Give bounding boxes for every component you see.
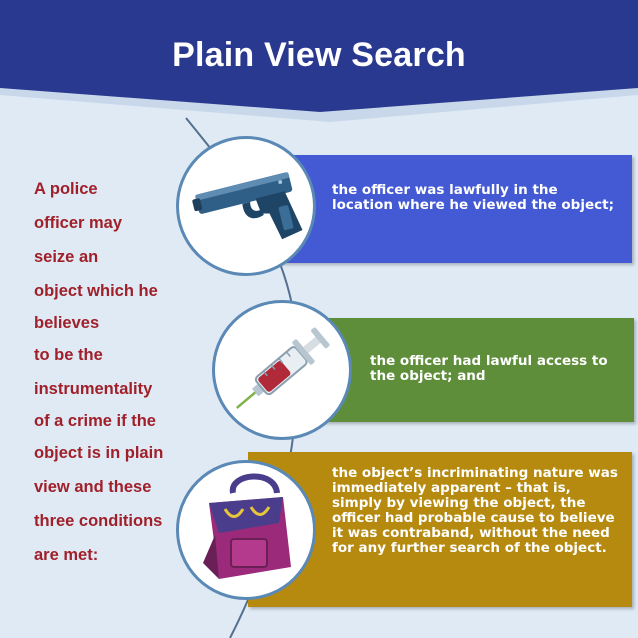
intro-line: object which he <box>34 282 158 300</box>
intro-text: A police officer may seize an object whi… <box>34 172 194 572</box>
intro-line: view and these <box>34 478 152 496</box>
pistol-circle <box>176 136 316 276</box>
syringe-circle <box>212 300 352 440</box>
condition-text: the officer had lawful access to the obj… <box>370 353 608 384</box>
syringe-icon <box>235 327 330 409</box>
intro-line: of a crime if the <box>34 412 156 430</box>
intro-line: seize an <box>34 248 99 266</box>
intro-line: object is in plain <box>34 444 164 462</box>
pistol-icon <box>192 172 303 240</box>
condition-text: the object’s incriminating nature was im… <box>332 465 618 556</box>
intro-line: instrumentality <box>34 380 153 398</box>
intro-line: believes <box>34 314 100 332</box>
bag-circle <box>176 460 316 600</box>
bag-icon <box>203 473 291 579</box>
intro-line: three conditions <box>34 512 163 530</box>
header-banner <box>0 0 638 122</box>
intro-line: to be the <box>34 346 103 364</box>
intro-line: A police <box>34 180 98 198</box>
intro-line: officer may <box>34 214 123 232</box>
intro-line: are met: <box>34 546 99 564</box>
page-title: Plain View Search <box>172 36 466 74</box>
condition-text: the officer was lawfully in the location… <box>332 182 614 213</box>
